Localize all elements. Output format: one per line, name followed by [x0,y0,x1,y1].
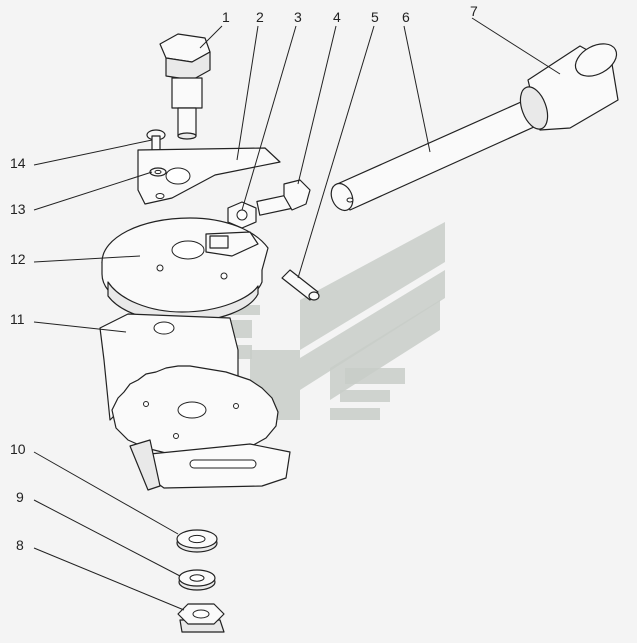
callout-13: 13 [10,201,26,217]
sector-plate-part-11 [99,313,279,457]
callout-labels: 1 2 3 4 5 6 7 8 9 10 11 12 13 14 [10,3,478,553]
callout-2: 2 [256,9,264,25]
callout-11: 11 [10,311,25,327]
callout-4: 4 [333,9,341,25]
callout-1: 1 [222,9,230,25]
bracket-plate-part-2 [137,147,281,205]
callout-12: 12 [10,251,26,267]
callout-5: 5 [371,9,379,25]
callout-9: 9 [16,489,24,505]
callout-6: 6 [402,9,410,25]
washer-part-13 [149,167,167,177]
slotted-plate [129,439,291,491]
shaft-part-6 [330,97,546,212]
washer-part-10 [176,529,218,553]
cam-disc-part-12 [101,217,269,323]
callout-10: 10 [10,441,26,457]
leader-lines [33,17,561,611]
nut-part-8 [177,603,225,633]
callout-14: 14 [10,155,26,171]
knob-part-7 [519,43,619,131]
callout-7: 7 [470,3,478,19]
pin-part-5 [281,269,320,301]
bolt-part-4 [256,179,311,216]
callout-8: 8 [16,537,24,553]
bolt-part-1 [159,33,211,140]
callout-3: 3 [294,9,302,25]
spring-washer-part-9 [178,569,216,591]
nut-part-3 [227,201,257,229]
